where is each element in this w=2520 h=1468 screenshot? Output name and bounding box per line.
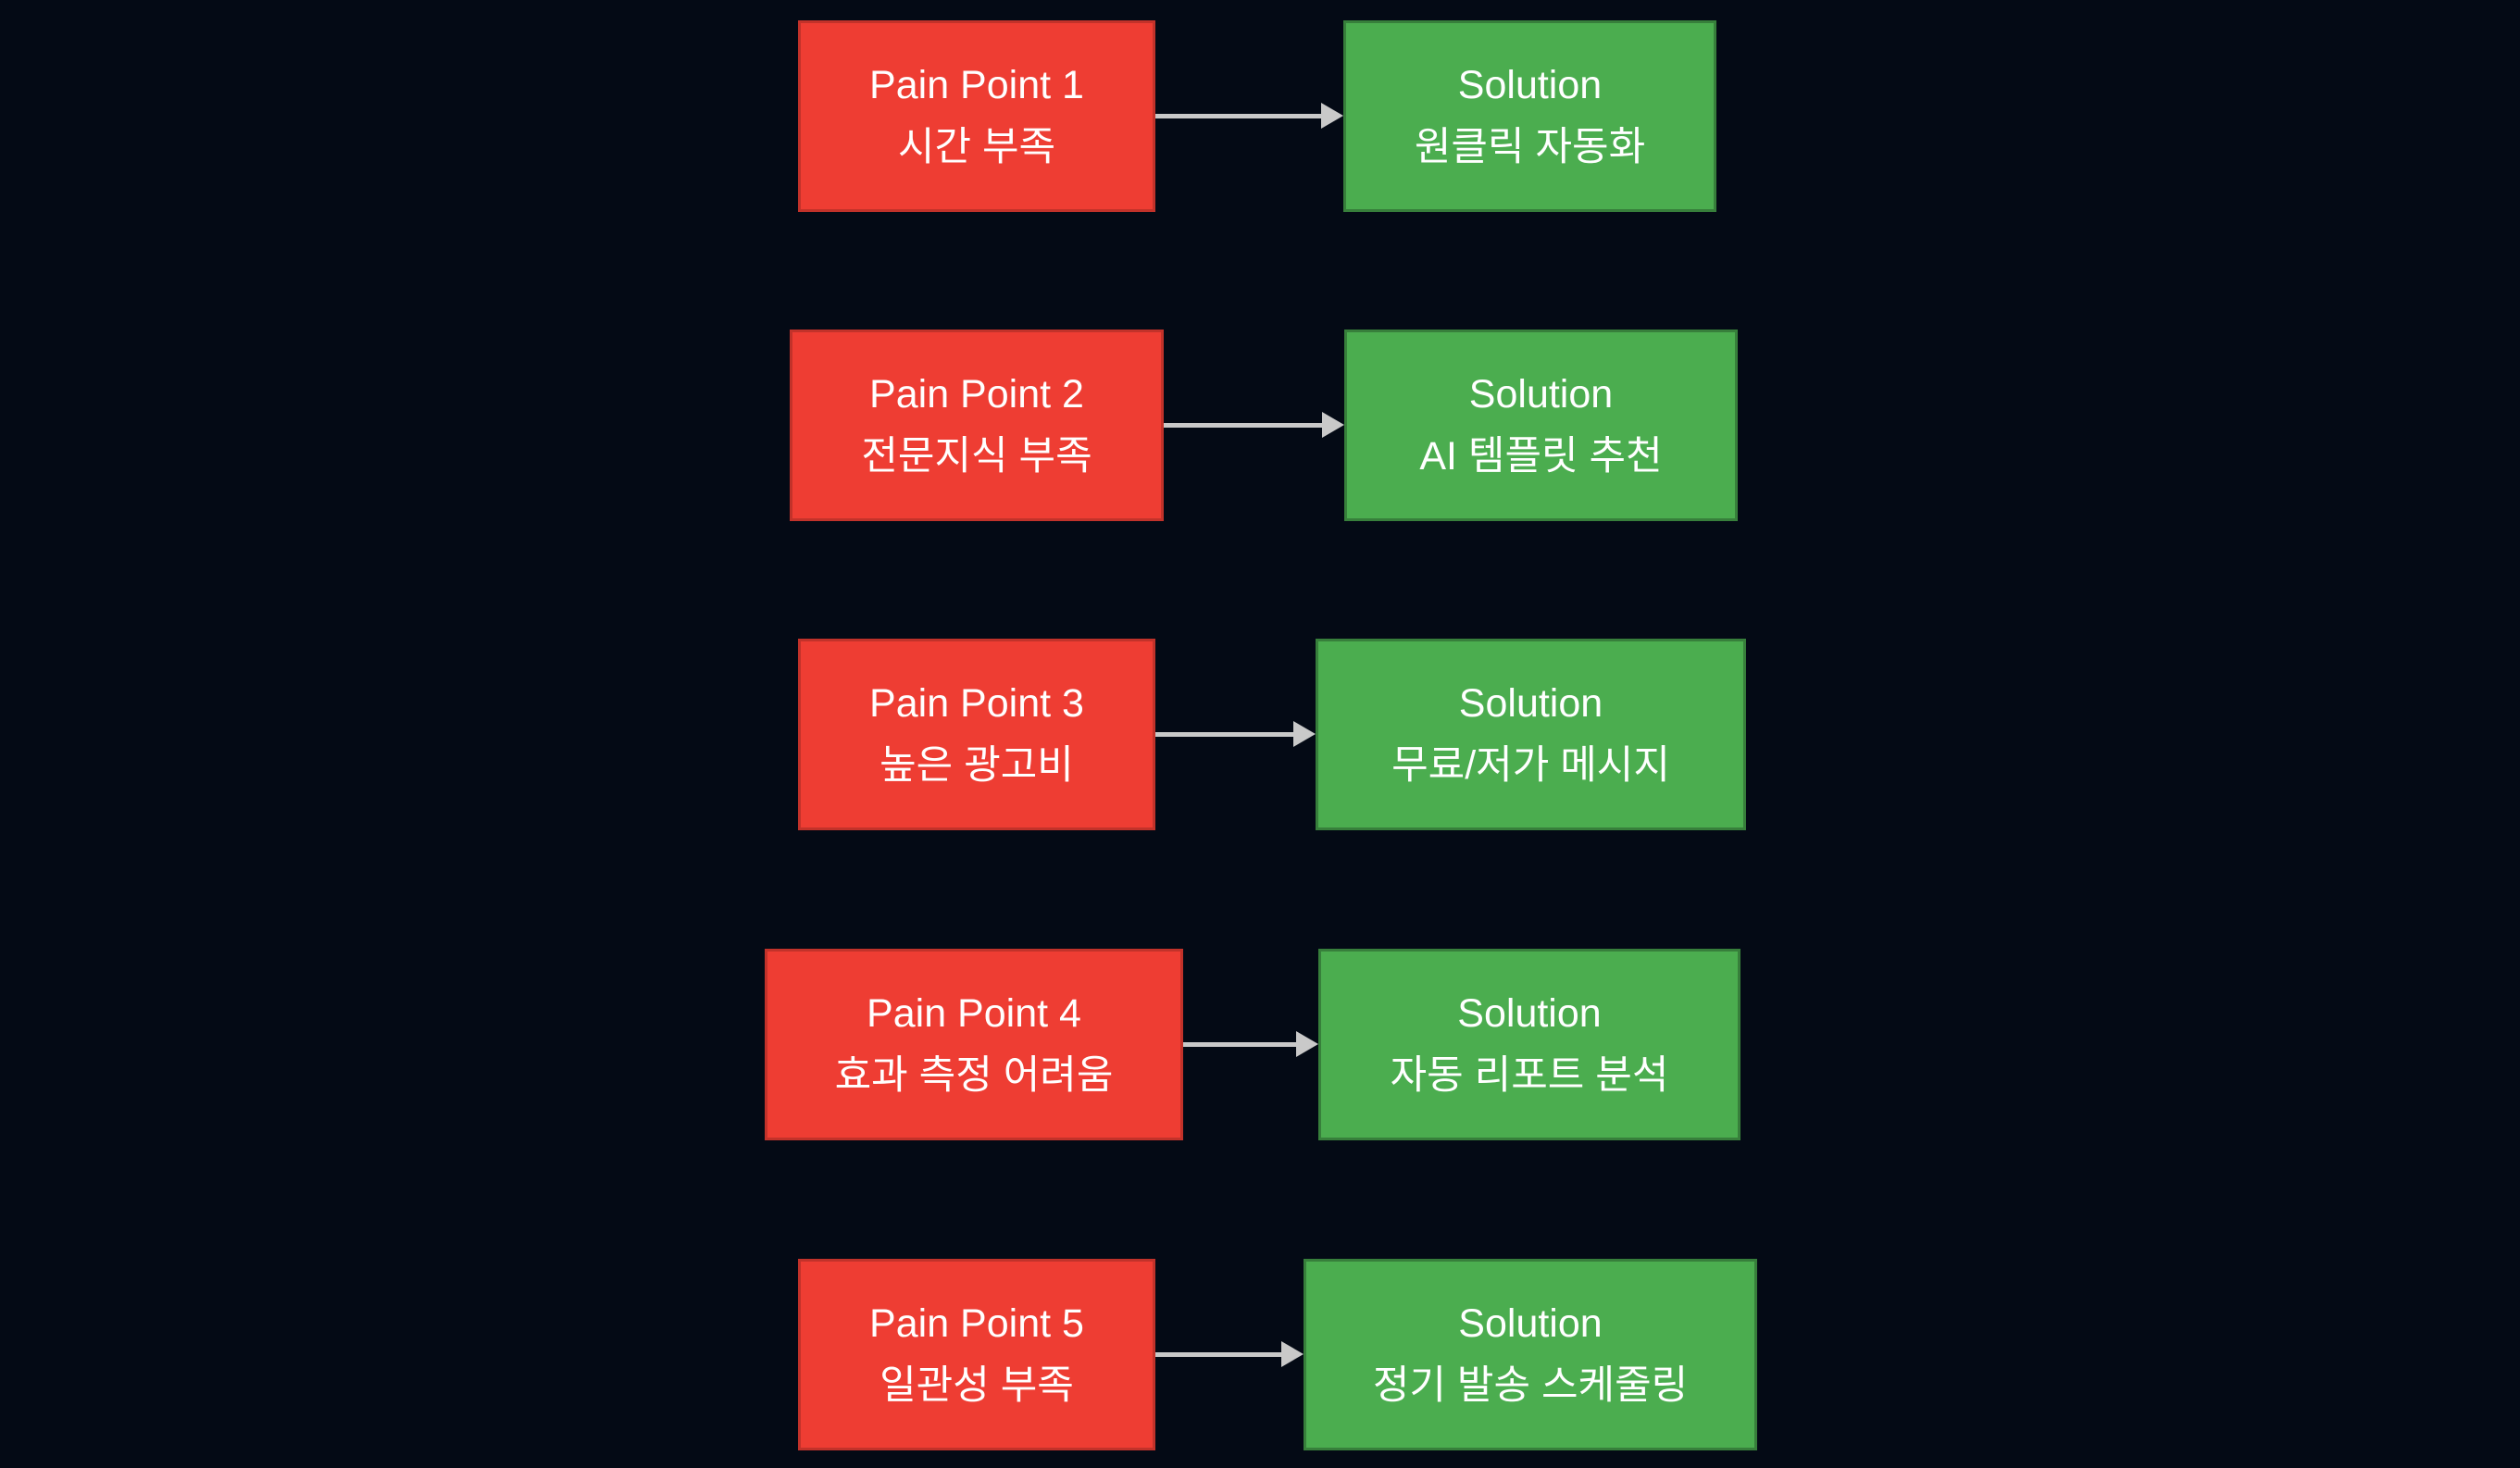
solution-detail: 원클릭 자동화: [1414, 124, 1646, 169]
solution-box: Solution 원클릭 자동화: [1343, 20, 1716, 212]
arrow-head-icon: [1296, 1031, 1318, 1057]
pain-point-detail: 높은 광고비: [880, 742, 1074, 788]
arrow-line: [1155, 114, 1321, 118]
pain-point-title: Pain Point 1: [869, 63, 1084, 108]
solution-title: Solution: [1468, 372, 1614, 417]
pain-point-box: Pain Point 4 효과 측정 어려움: [765, 949, 1183, 1140]
arrow-head-icon: [1321, 103, 1343, 129]
solution-title: Solution: [1458, 681, 1603, 727]
pain-point-title: Pain Point 5: [869, 1301, 1084, 1347]
arrow-line: [1155, 1352, 1281, 1357]
solution-title: Solution: [1457, 991, 1602, 1037]
solution-box: Solution 정기 발송 스케줄링: [1304, 1259, 1757, 1450]
pain-point-title: Pain Point 4: [867, 991, 1081, 1037]
solution-title: Solution: [1457, 63, 1603, 108]
pain-point-box: Pain Point 2 전문지식 부족: [790, 330, 1164, 521]
solution-detail: 무료/저가 메시지: [1391, 742, 1670, 788]
solution-box: Solution AI 템플릿 추천: [1344, 330, 1738, 521]
solution-detail: 정기 발송 스케줄링: [1372, 1362, 1689, 1408]
pain-point-box: Pain Point 1 시간 부족: [798, 20, 1155, 212]
pain-point-detail: 시간 부족: [897, 124, 1056, 169]
arrow-head-icon: [1293, 721, 1316, 747]
pain-point-detail: 전문지식 부족: [861, 433, 1092, 479]
solution-detail: AI 템플릿 추천: [1419, 433, 1663, 479]
solution-title: Solution: [1458, 1301, 1603, 1347]
pain-point-box: Pain Point 5 일관성 부족: [798, 1259, 1155, 1450]
solution-box: Solution 무료/저가 메시지: [1316, 639, 1746, 830]
arrow-line: [1183, 1042, 1296, 1047]
solution-box: Solution 자동 리포트 분석: [1318, 949, 1740, 1140]
pain-point-box: Pain Point 3 높은 광고비: [798, 639, 1155, 830]
pain-point-title: Pain Point 3: [869, 681, 1084, 727]
arrow-line: [1164, 423, 1322, 428]
pain-point-detail: 일관성 부족: [880, 1362, 1074, 1408]
arrow-head-icon: [1322, 412, 1344, 438]
pain-point-title: Pain Point 2: [869, 372, 1084, 417]
solution-detail: 자동 리포트 분석: [1390, 1052, 1669, 1098]
arrow-head-icon: [1281, 1341, 1304, 1367]
arrow-line: [1155, 732, 1293, 737]
pain-point-detail: 효과 측정 어려움: [834, 1052, 1114, 1098]
